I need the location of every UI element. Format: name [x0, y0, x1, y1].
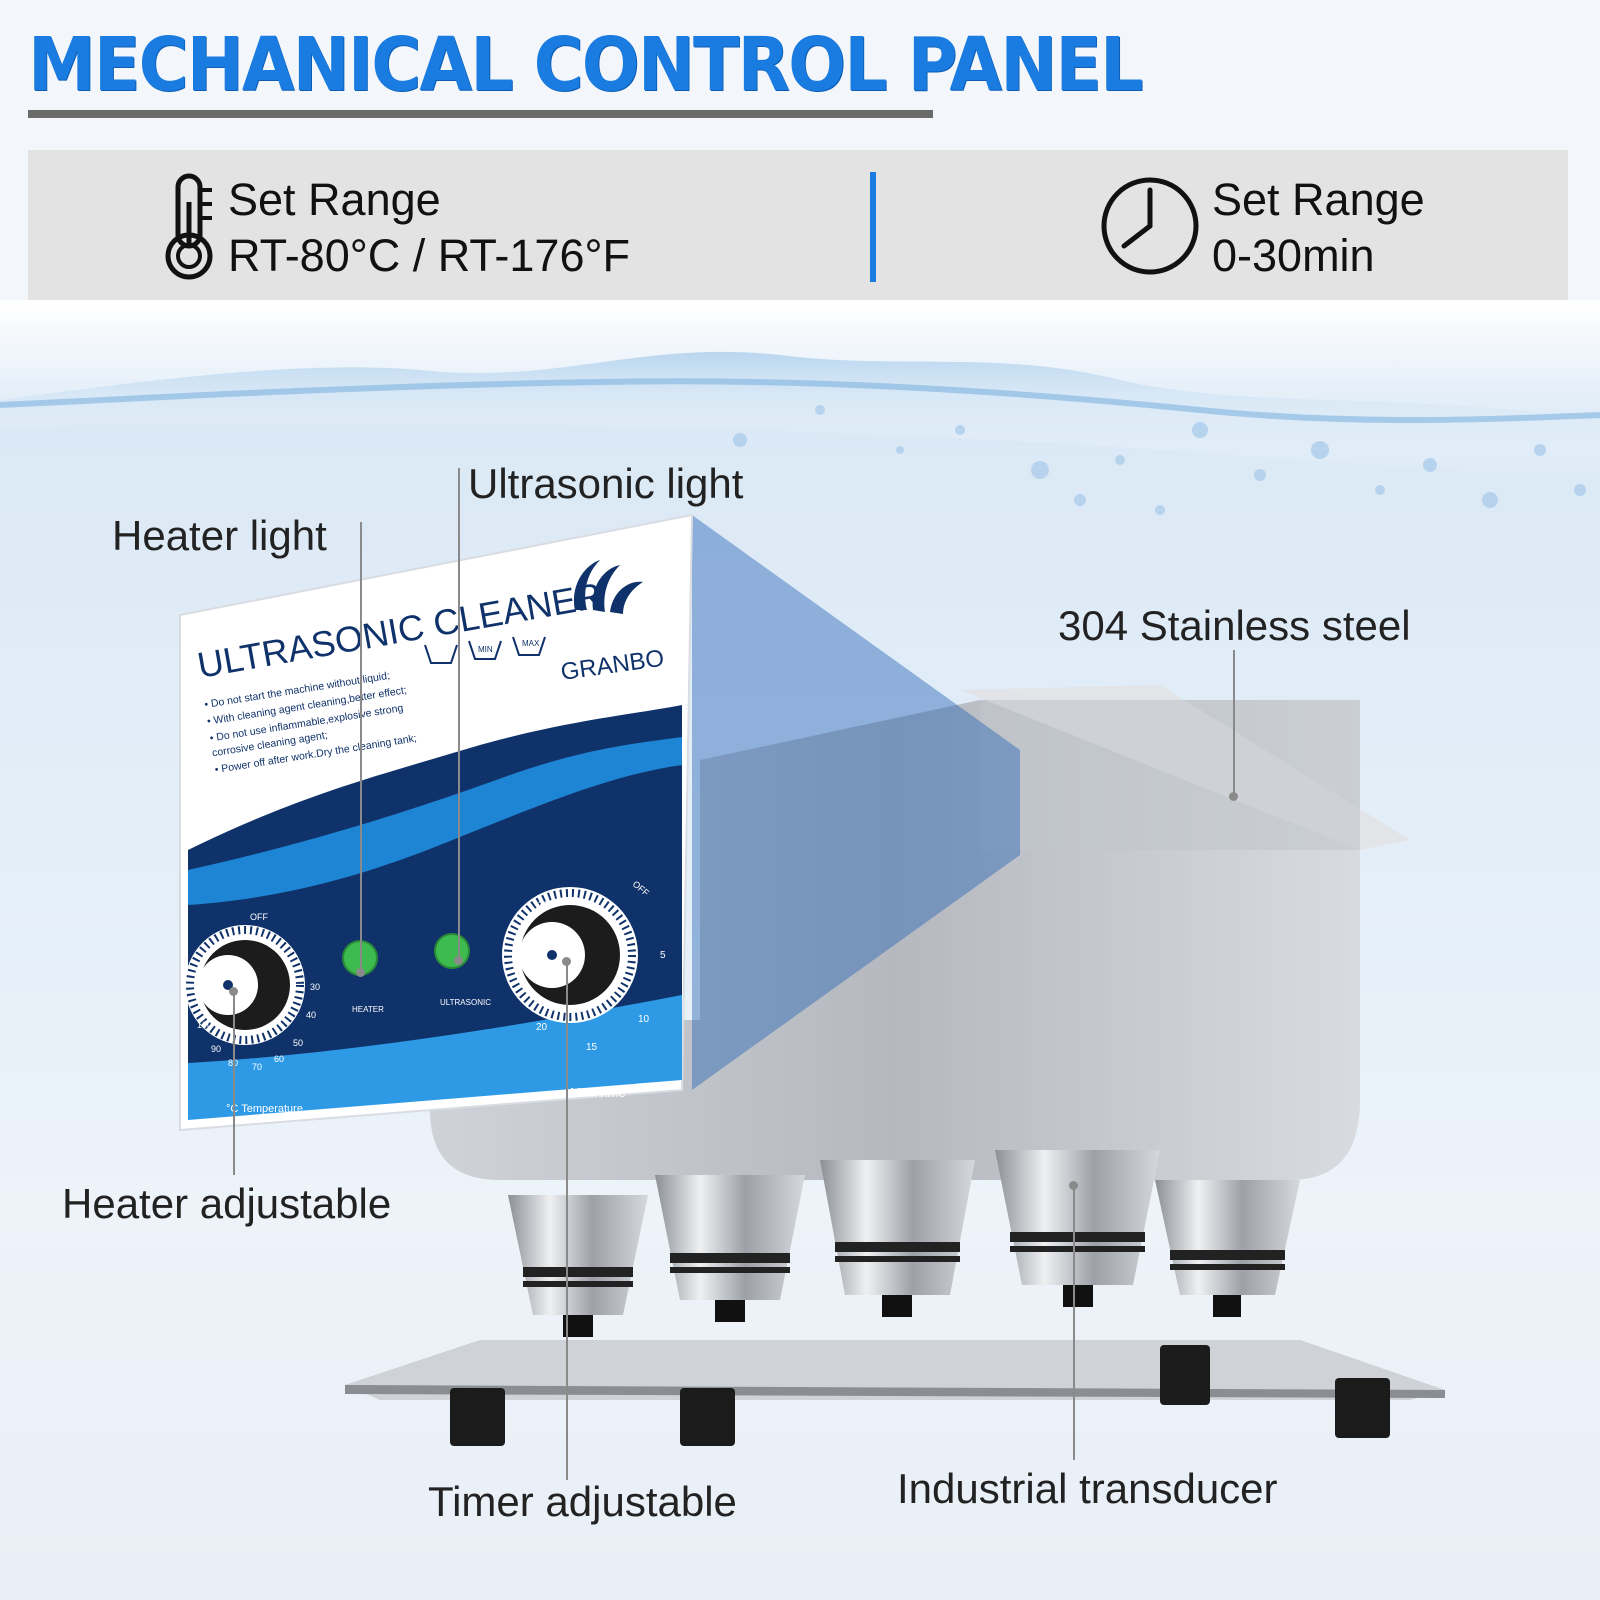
timer-dial-tick: 5	[660, 950, 666, 961]
timer-adjustable-label: Timer adjustable	[428, 1478, 737, 1525]
heater-light-label: Heater light	[112, 512, 327, 559]
heater-dial-tick: 90	[211, 1044, 221, 1054]
temperature-range-label: Set Range	[228, 174, 441, 225]
heater-light-leader	[360, 522, 362, 970]
heater-adjustable-leader	[233, 990, 235, 1175]
heater-adjustable-leader-dot	[229, 987, 238, 996]
panel-brand-title: ULTRASONIC CLEANER	[194, 574, 604, 685]
timer-dial-tick: 15	[586, 1042, 598, 1053]
ultrasonic-light-leader	[458, 468, 460, 958]
clock-icon	[1101, 177, 1199, 275]
timer-adjustable-leader-dot	[562, 957, 571, 966]
stainless-leader	[1233, 650, 1235, 795]
temperature-range-value: RT-80°C / RT-176°F	[228, 230, 630, 281]
timer-adjustable-leader	[566, 960, 568, 1480]
water-splash	[0, 351, 1600, 515]
stainless-leader-dot	[1229, 792, 1238, 801]
spec-divider	[870, 172, 876, 282]
timer-dial-off: OFF	[631, 879, 652, 899]
ultrasonic-indicator-label: ULTRASONIC	[440, 998, 491, 1007]
timer-dial-tick: 20	[536, 1022, 548, 1033]
transducer-leader-dot	[1069, 1181, 1078, 1190]
ultrasonic-light-leader-dot	[454, 956, 463, 965]
panel-level-max: MAX	[522, 639, 540, 648]
heater-indicator-label: HEATER	[352, 1005, 384, 1014]
panel-brand-name: GRANBO	[559, 645, 666, 686]
timer-dial-tick: 30	[538, 900, 550, 911]
page-title: MECHANICAL CONTROL PANEL	[28, 22, 1143, 108]
thermometer-icon	[165, 173, 213, 280]
heater-dial-tick: 100	[197, 1020, 212, 1030]
stainless-steel-label: 304 Stainless steel	[1058, 602, 1411, 649]
heater-dial-tick: 40	[306, 1010, 316, 1020]
heater-dial-tick: 30	[310, 982, 320, 992]
heater-dial-tick: 60	[274, 1054, 284, 1064]
heater-dial-off: OFF	[250, 912, 268, 922]
ultrasonic-light-label: Ultrasonic light	[468, 460, 744, 507]
spec-bar	[28, 150, 1568, 300]
temperature-caption: °C Temperature	[226, 1103, 303, 1115]
panel-level-min: MIN	[478, 645, 493, 654]
timer-range-value: 0-30min	[1212, 230, 1375, 281]
heater-light-leader-dot	[356, 968, 365, 977]
industrial-transducer-label: Industrial transducer	[897, 1465, 1278, 1512]
heater-adjustable-label: Heater adjustable	[62, 1180, 392, 1227]
timer-dial-tick: 25	[516, 962, 528, 973]
transducer-leader	[1073, 1185, 1075, 1460]
heater-dial-tick: 50	[293, 1038, 303, 1048]
timer-dial-tick: 10	[638, 1014, 650, 1025]
heater-dial-tick: 70	[252, 1062, 262, 1072]
timer-range-label: Set Range	[1212, 174, 1425, 225]
time-caption: MIN.Time	[570, 1085, 626, 1100]
title-underline	[28, 110, 933, 118]
